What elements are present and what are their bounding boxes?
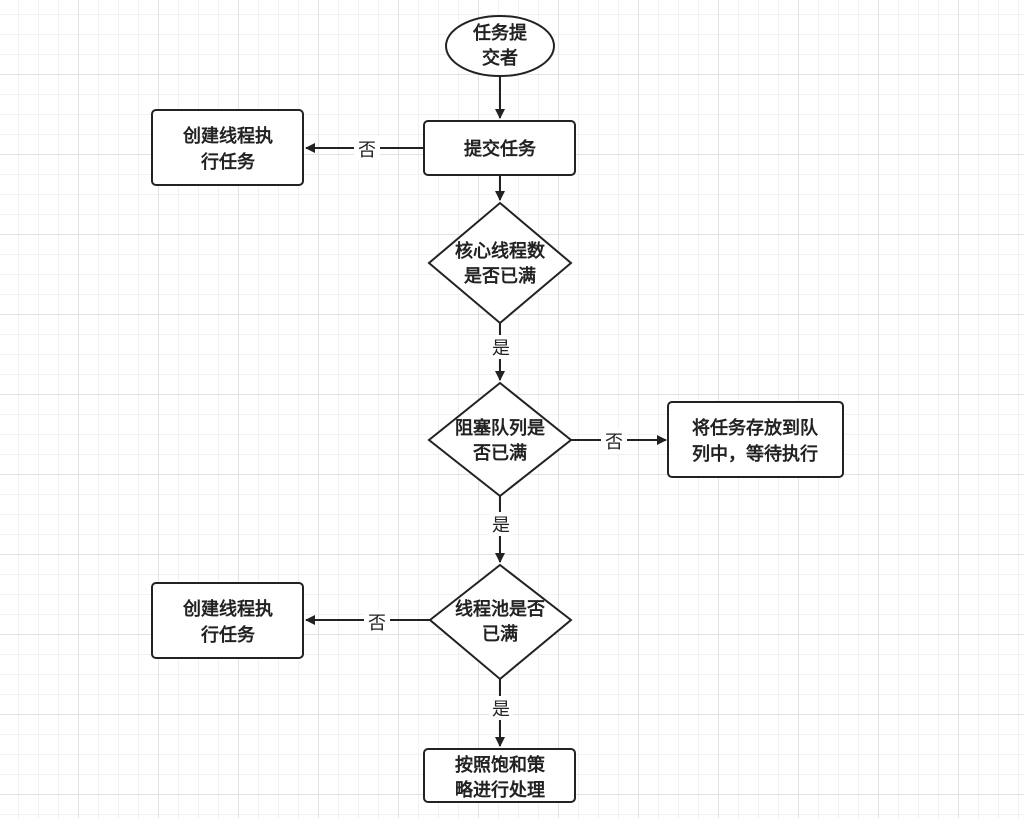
edge-label-no-2: 否 [601,429,627,453]
svg-text:否已满: 否已满 [472,442,527,464]
node-create-thread-2[interactable]: 创建线程执 行任务 [151,582,304,659]
node-core-threads-full-decision[interactable]: 核心线程数 是否已满 [427,201,573,325]
node-queue-full-decision[interactable]: 阻塞队列是 否已满 [427,381,573,498]
edge-label-no-3: 否 [364,610,390,634]
edge-label-yes-2: 是 [489,512,513,536]
svg-text:核心线程数: 核心线程数 [455,240,546,262]
node-create-thread-1[interactable]: 创建线程执 行任务 [151,109,304,186]
svg-text:已满: 已满 [482,623,518,645]
svg-text:按照饱和策: 按照饱和策 [455,754,546,776]
svg-text:略进行处理: 略进行处理 [455,779,545,801]
svg-text:列中，等待执行: 列中，等待执行 [692,443,818,465]
svg-text:是: 是 [492,515,510,536]
svg-text:是否已满: 是否已满 [463,265,536,287]
svg-text:否: 否 [605,432,623,453]
svg-text:行任务: 行任务 [200,624,256,646]
svg-text:交者: 交者 [482,47,518,69]
svg-text:是: 是 [492,699,510,720]
svg-text:线程池是否: 线程池是否 [455,598,545,620]
node-saturation-policy[interactable]: 按照饱和策 略进行处理 [423,748,576,803]
node-submit-task[interactable]: 提交任务 [423,120,576,176]
node-pool-full-decision[interactable]: 线程池是否 已满 [428,563,573,681]
svg-text:是: 是 [492,338,510,359]
svg-text:提交任务: 提交任务 [464,138,537,160]
node-enqueue-task[interactable]: 将任务存放到队 列中，等待执行 [667,401,844,478]
svg-text:阻塞队列是: 阻塞队列是 [455,417,545,439]
svg-text:否: 否 [358,140,376,161]
svg-text:任务提: 任务提 [472,22,528,44]
svg-text:否: 否 [368,613,386,634]
edge-label-no-1: 否 [354,137,380,161]
svg-text:行任务: 行任务 [200,151,256,173]
node-task-submitter[interactable]: 任务提 交者 [445,15,555,77]
edge-label-yes-1: 是 [489,335,513,359]
svg-text:创建线程执: 创建线程执 [182,598,273,620]
svg-text:创建线程执: 创建线程执 [182,125,273,147]
edge-label-yes-3: 是 [489,696,513,720]
svg-text:将任务存放到队: 将任务存放到队 [692,417,819,439]
